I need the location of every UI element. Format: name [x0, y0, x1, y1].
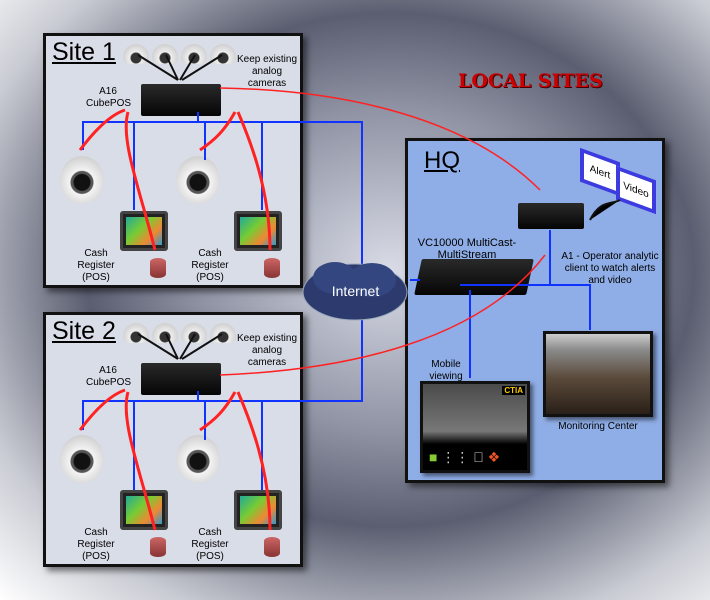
mobile-label: Mobile viewing: [429, 359, 463, 382]
site-2-panel: Site 2 Keep existing analog cameras A16 …: [43, 312, 303, 567]
a1-client-box-icon: [518, 203, 584, 229]
internet-cloud-icon: [302, 262, 408, 321]
internet-label: Internet: [331, 283, 380, 299]
dome-camera-icon: [181, 323, 207, 343]
database-icon: [264, 258, 280, 278]
database-icon: [150, 258, 166, 278]
ctia-badge: CTIA: [502, 386, 525, 395]
site-title: Site 2: [52, 317, 116, 345]
cubepos-recorder-icon: [141, 84, 221, 116]
dome-camera-icon: [123, 44, 149, 64]
local-sites-banner: LOCAL SITES: [458, 70, 603, 92]
network-wiring: [82, 112, 591, 490]
os-icons: ■ ⋮⋮  ❖: [429, 449, 500, 465]
recorder-label: A16 CubePOS: [86, 365, 132, 388]
dome-camera-icon: [123, 323, 149, 343]
camera-cables: [137, 54, 621, 360]
pos-terminal-icon: [234, 211, 282, 251]
data-flow-arrows: [78, 87, 546, 531]
cameras-note: Keep existing analog cameras: [236, 54, 298, 89]
ip-camera-icon: [60, 435, 104, 483]
pos-label: Cash Register (POS): [77, 527, 115, 562]
cubepos-recorder-icon: [141, 363, 221, 395]
hq-title: HQ: [424, 147, 460, 174]
recorder-label: A16 CubePOS: [86, 86, 132, 109]
dome-camera-icon: [152, 44, 178, 64]
dome-camera-icon: [181, 44, 207, 64]
monitoring-label: Monitoring Center: [558, 421, 638, 432]
database-icon: [264, 537, 280, 557]
cameras-note: Keep existing analog cameras: [236, 333, 298, 368]
site-title: Site 1: [52, 38, 116, 66]
pos-label: Cash Register (POS): [77, 248, 115, 283]
dome-camera-icon: [152, 323, 178, 343]
client-label: A1 - Operator analytic client to watch a…: [561, 251, 659, 286]
pos-label: Cash Register (POS): [191, 527, 229, 562]
mobile-viewing-image: CTIA ■ ⋮⋮  ❖: [420, 381, 530, 473]
monitoring-center-image: [543, 331, 653, 417]
ip-camera-icon: [176, 435, 220, 483]
nvr-label: VC10000 MultiCast-MultiStream: [417, 237, 517, 261]
site-1-panel: Site 1 Keep existing analog cameras A16 …: [43, 33, 303, 288]
database-icon: [150, 537, 166, 557]
hq-panel: HQ Alert Video VC10000 MultiCast-MultiSt…: [405, 138, 665, 483]
ip-camera-icon: [176, 156, 220, 204]
pos-label: Cash Register (POS): [191, 248, 229, 283]
ip-camera-icon: [60, 156, 104, 204]
